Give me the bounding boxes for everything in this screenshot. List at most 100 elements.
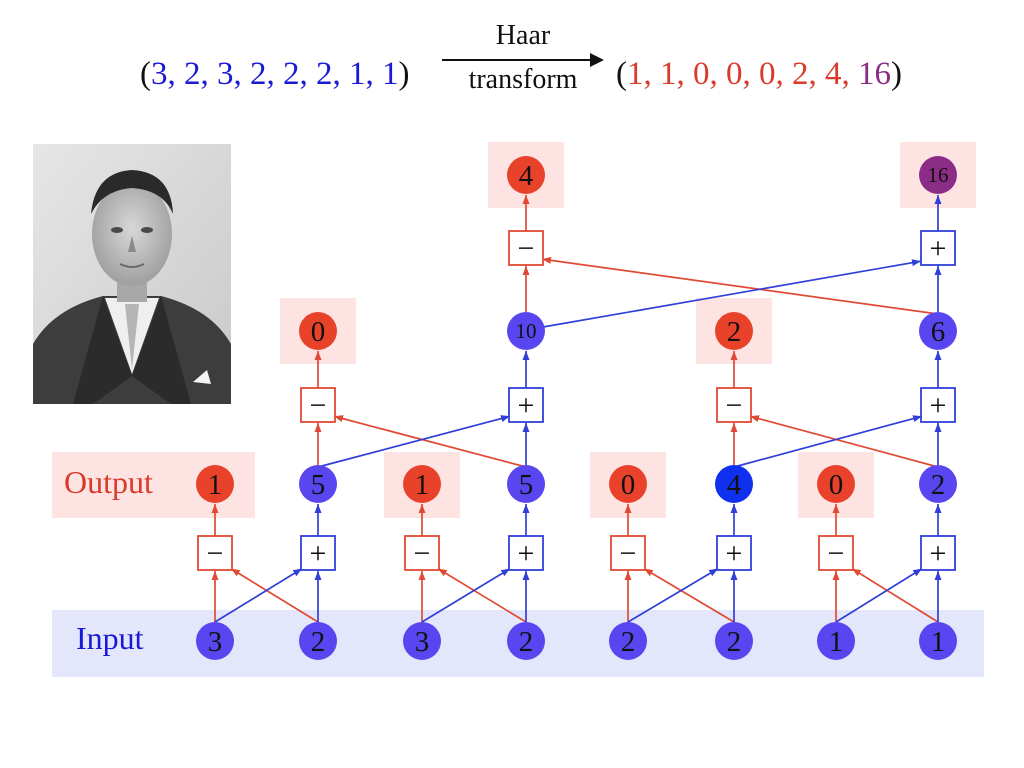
level1-diff-node-circle [196, 465, 234, 503]
edge-diff-cross [749, 415, 939, 468]
output-label: Output [64, 464, 153, 500]
input-node-label: 3 [208, 626, 223, 658]
minus-operator-box [610, 535, 646, 571]
input-node-circle [507, 622, 545, 660]
plus-operator-box [920, 230, 956, 266]
edge-diff-cross [851, 567, 939, 623]
level1-diff-node-label: 1 [415, 469, 430, 501]
edge-sum-cross [627, 567, 719, 623]
level2-sum-node-label: 10 [516, 319, 537, 343]
input-tuple-comma: , [200, 56, 217, 92]
minus-operator-box [716, 387, 752, 423]
minus-operator-symbol: − [518, 232, 535, 265]
input-node-label: 2 [519, 626, 534, 658]
minus-operator-box [508, 230, 544, 266]
output-tuple-value: 4 [825, 56, 842, 92]
level1-diff-node-circle [403, 465, 441, 503]
plus-operator-symbol: + [930, 232, 947, 265]
input-tuple-comma: , [332, 56, 349, 92]
input-tuple-close-paren: ) [398, 56, 410, 92]
edge-sum-cross [733, 415, 923, 468]
minus-operator-box [404, 535, 440, 571]
output-tuple-value: 0 [759, 56, 776, 92]
portrait-photo [33, 144, 231, 404]
input-node-circle [817, 622, 855, 660]
input-tuple-value: 3 [151, 56, 168, 92]
level1-diff-node-label: 0 [621, 469, 636, 501]
input-tuple-value: 2 [250, 56, 267, 92]
input-tuple-open-paren: ( [140, 56, 151, 92]
level2-diff-node-label: 2 [727, 316, 742, 348]
plus-operator-box [920, 535, 956, 571]
output-tuple-comma: , [643, 56, 660, 92]
output-tuple-close-paren: ) [891, 56, 902, 92]
minus-operator-symbol: − [414, 537, 431, 570]
level2-sum-node-circle [919, 312, 957, 350]
output-tuple-comma: , [775, 56, 792, 92]
minus-operator-symbol: − [207, 537, 224, 570]
plus-operator-box [508, 535, 544, 571]
level2-diff-node-label: 0 [311, 316, 326, 348]
output-tuple-value: 1 [660, 56, 677, 92]
plus-operator-box [920, 387, 956, 423]
edge-sum-cross [835, 567, 923, 623]
plus-operator-box [300, 535, 336, 571]
level1-sum-node-label: 2 [931, 469, 946, 501]
minus-operator-box [197, 535, 233, 571]
output-tuple-comma: , [676, 56, 693, 92]
edge-diff-cross [333, 415, 527, 468]
input-node-circle [196, 622, 234, 660]
input-node-circle [403, 622, 441, 660]
edge-diff-cross [437, 567, 527, 623]
arrow-shaft [442, 59, 594, 61]
input-node-circle [299, 622, 337, 660]
input-node-circle [919, 622, 957, 660]
arrow-label-transform: transform [468, 64, 578, 95]
level2-sum-node-label: 6 [931, 316, 946, 348]
input-tuple-value: 1 [382, 56, 399, 92]
input-tuple-value: 2 [283, 56, 300, 92]
output-tuple-value: 2 [792, 56, 809, 92]
transform-arrow: Haar transform [438, 18, 608, 108]
plus-operator-box [716, 535, 752, 571]
edge-diff-cross [541, 256, 939, 315]
input-node-label: 2 [311, 626, 326, 658]
input-tuple-value: 3 [217, 56, 234, 92]
level2-diff-node-circle [299, 312, 337, 350]
input-tuple-comma: , [299, 56, 316, 92]
arrow-label-haar: Haar [495, 20, 551, 51]
plus-operator-symbol: + [310, 537, 327, 570]
plus-operator-symbol: + [930, 389, 947, 422]
input-tuple-comma: , [167, 56, 184, 92]
level1-diff-node-circle [817, 465, 855, 503]
minus-operator-symbol: − [620, 537, 637, 570]
edge-sum-cross [421, 567, 511, 623]
plus-operator-symbol: + [518, 537, 535, 570]
output-tuple-open-paren: ( [616, 56, 627, 92]
minus-operator-symbol: − [726, 389, 743, 422]
level1-sum-node-circle [299, 465, 337, 503]
level2-diff-node-circle [715, 312, 753, 350]
input-tuple: (3, 2, 3, 2, 2, 2, 1, 1) [140, 56, 410, 93]
minus-operator-box [300, 387, 336, 423]
level3-diff-node-label: 4 [519, 160, 534, 192]
input-node-label: 1 [931, 626, 946, 658]
level1-sum-node-label: 4 [727, 469, 742, 501]
output-tuple-value: 1 [627, 56, 644, 92]
operator-layer: −+−+−+−+−+−+−+ [197, 230, 956, 571]
output-tuple-comma: , [841, 56, 858, 92]
input-tuple-value: 2 [316, 56, 333, 92]
level1-sum-node-circle [507, 465, 545, 503]
output-tuple: (1, 1, 0, 0, 0, 2, 4, 16) [616, 56, 902, 93]
minus-operator-symbol: − [310, 389, 327, 422]
output-tuple-value: 16 [858, 56, 891, 92]
level2-sum-node-circle [507, 312, 545, 350]
level1-diff-node-label: 0 [829, 469, 844, 501]
plus-operator-symbol: + [518, 389, 535, 422]
output-tuple-value: 0 [693, 56, 710, 92]
level1-diff-node-circle [609, 465, 647, 503]
input-tuple-value: 1 [349, 56, 366, 92]
